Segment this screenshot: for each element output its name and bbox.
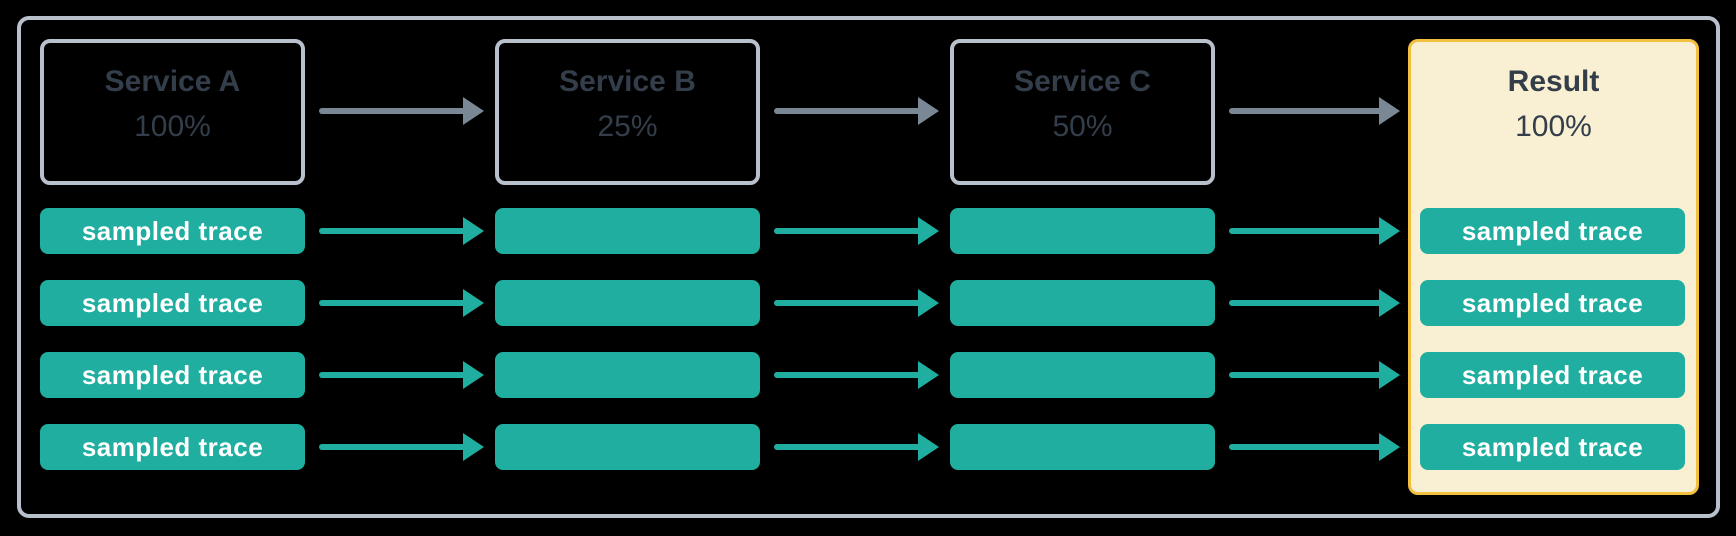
trace-arrow-icon — [774, 433, 939, 461]
arrow-shaft — [319, 228, 468, 234]
arrow-head — [1379, 289, 1400, 317]
trace-bar — [495, 352, 760, 398]
flow-arrow-icon — [774, 97, 939, 125]
arrow-shaft — [774, 300, 923, 306]
service-c-title: Service C — [1014, 65, 1151, 98]
arrow-shaft — [319, 108, 468, 114]
service-b-percent: 25% — [597, 110, 658, 143]
arrow-shaft — [1229, 108, 1384, 114]
sampled-trace-bar: sampled trace — [40, 352, 305, 398]
trace-bar — [495, 208, 760, 254]
trace-bar — [950, 352, 1215, 398]
trace-arrow-icon — [1229, 217, 1400, 245]
trace-bar-label: sampled trace — [81, 431, 264, 462]
service-box-a: Service A 100% — [40, 39, 305, 185]
arrow-head — [1379, 361, 1400, 389]
service-box-c: Service C 50% — [950, 39, 1215, 185]
service-c-percent: 50% — [1052, 110, 1113, 143]
sampled-trace-bar: sampled trace — [40, 208, 305, 254]
sampled-trace-bar: sampled trace — [40, 280, 305, 326]
arrow-head — [918, 433, 939, 461]
trace-bar-label: sampled trace — [1461, 287, 1644, 318]
service-box-text: Service B 25% — [499, 43, 756, 149]
result-box-text: Result 100% — [1411, 42, 1696, 149]
service-a-percent: 100% — [134, 110, 211, 143]
arrow-head — [1379, 217, 1400, 245]
trace-bar — [495, 280, 760, 326]
trace-arrow-icon — [1229, 433, 1400, 461]
trace-arrow-icon — [319, 433, 484, 461]
arrow-head — [918, 97, 939, 125]
arrow-head — [463, 289, 484, 317]
arrow-head — [463, 361, 484, 389]
result-box: Result 100% sampled trace sampled trace … — [1408, 39, 1699, 495]
service-b-title: Service B — [559, 65, 696, 98]
trace-bar-label: sampled trace — [1461, 215, 1644, 246]
arrow-head — [1379, 97, 1400, 125]
arrow-shaft — [319, 444, 468, 450]
trace-arrow-icon — [774, 217, 939, 245]
flow-arrow-icon — [1229, 97, 1400, 125]
arrow-shaft — [774, 108, 923, 114]
result-sampled-trace-bar: sampled trace — [1420, 352, 1685, 398]
arrow-shaft — [1229, 444, 1384, 450]
trace-bar — [950, 424, 1215, 470]
arrow-shaft — [1229, 228, 1384, 234]
trace-bar — [495, 424, 760, 470]
arrow-shaft — [774, 444, 923, 450]
arrow-shaft — [774, 228, 923, 234]
arrow-head — [463, 217, 484, 245]
trace-arrow-icon — [774, 361, 939, 389]
trace-arrow-icon — [774, 289, 939, 317]
result-percent: 100% — [1515, 110, 1592, 143]
service-box-text: Service A 100% — [44, 43, 301, 149]
service-box-b: Service B 25% — [495, 39, 760, 185]
outer-frame — [17, 16, 1720, 518]
service-a-title: Service A — [104, 65, 241, 98]
trace-bar-label: sampled trace — [1461, 431, 1644, 462]
arrow-shaft — [319, 372, 468, 378]
trace-arrow-icon — [1229, 289, 1400, 317]
arrow-head — [463, 433, 484, 461]
trace-bar-label: sampled trace — [81, 215, 264, 246]
trace-bar-label: sampled trace — [81, 359, 264, 390]
arrow-head — [1379, 433, 1400, 461]
trace-bar — [950, 208, 1215, 254]
trace-arrow-icon — [319, 289, 484, 317]
arrow-shaft — [319, 300, 468, 306]
arrow-shaft — [1229, 300, 1384, 306]
result-sampled-trace-bar: sampled trace — [1420, 280, 1685, 326]
sampled-trace-bar: sampled trace — [40, 424, 305, 470]
arrow-head — [918, 289, 939, 317]
result-sampled-trace-bar: sampled trace — [1420, 424, 1685, 470]
trace-arrow-icon — [1229, 361, 1400, 389]
trace-arrow-icon — [319, 361, 484, 389]
arrow-head — [918, 361, 939, 389]
trace-bar-label: sampled trace — [1461, 359, 1644, 390]
arrow-shaft — [774, 372, 923, 378]
result-sampled-trace-bar: sampled trace — [1420, 208, 1685, 254]
result-title: Result — [1507, 65, 1600, 98]
arrow-head — [463, 97, 484, 125]
arrow-head — [918, 217, 939, 245]
flow-arrow-icon — [319, 97, 484, 125]
trace-bar-label: sampled trace — [81, 287, 264, 318]
arrow-shaft — [1229, 372, 1384, 378]
trace-arrow-icon — [319, 217, 484, 245]
trace-bar — [950, 280, 1215, 326]
service-box-text: Service C 50% — [954, 43, 1211, 149]
